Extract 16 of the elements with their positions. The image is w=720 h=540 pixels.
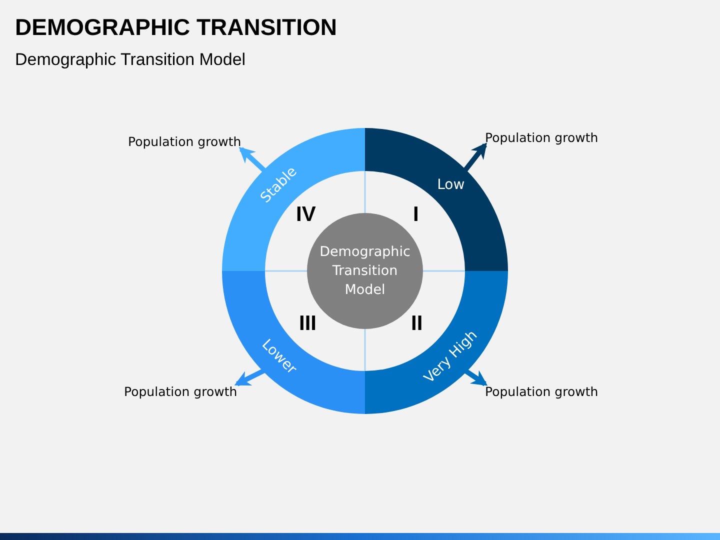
- stage-numeral: IV: [296, 203, 316, 227]
- arrow: [461, 142, 487, 174]
- title: DEMOGRAPHIC TRANSITION: [15, 14, 337, 41]
- growth-label: Population growth: [124, 384, 238, 399]
- growth-label: Population growth: [485, 130, 598, 145]
- stage-numeral: III: [299, 312, 317, 336]
- arrow: [462, 367, 488, 386]
- stage-numeral: II: [411, 312, 423, 336]
- arrow: [238, 146, 268, 175]
- subtitle: Demographic Transition Model: [15, 50, 246, 70]
- stage-numeral: I: [413, 203, 419, 227]
- arrow: [234, 367, 268, 386]
- growth-label: Population growth: [128, 134, 242, 149]
- segment-label: Low: [437, 177, 465, 194]
- growth-label: Population growth: [485, 384, 598, 399]
- center-label: Demographic Transition Model: [318, 242, 412, 300]
